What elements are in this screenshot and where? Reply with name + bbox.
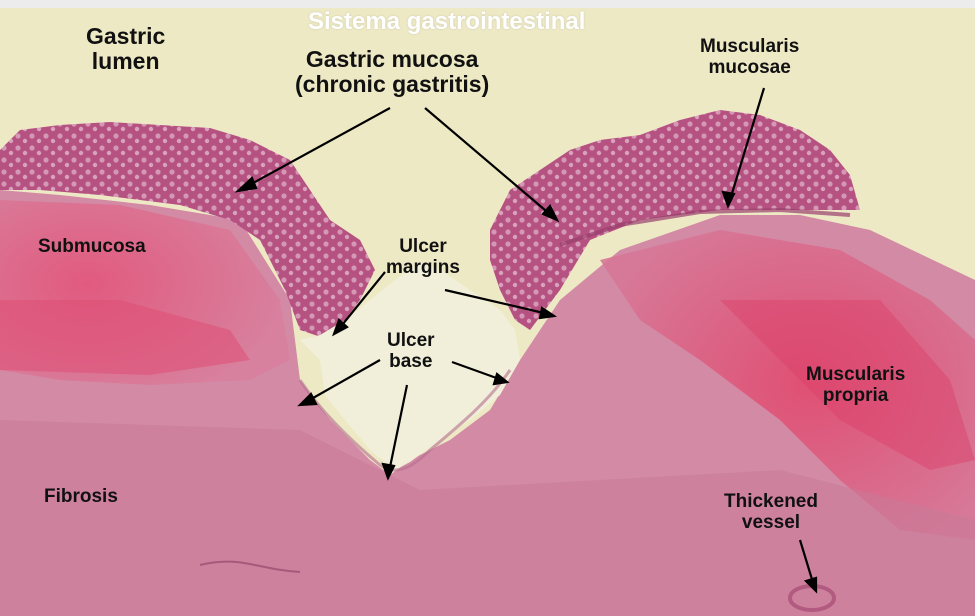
label-muscularis-propria: Muscularis propria <box>806 364 906 406</box>
label-thickened-vessel-line-1: Thickened <box>724 491 818 512</box>
label-thickened-vessel-line-2: vessel <box>741 511 801 533</box>
label-ulcer-margins-line-1: Ulcer <box>399 236 447 257</box>
label-ulcer-base: Ulcer base <box>387 330 435 372</box>
slide-title: Sistema gastrointestinal <box>308 8 586 35</box>
label-gastric-mucosa: Gastric mucosa (chronic gastritis) <box>295 47 489 97</box>
mucosa-left <box>0 122 375 340</box>
label-ulcer-base-line-2: base <box>389 350 433 372</box>
label-ulcer-margins-line-2: margins <box>386 256 460 278</box>
label-muscularis-propria-line-1: Muscularis <box>806 364 906 385</box>
muscularis-mucosae-line <box>559 207 851 247</box>
label-thickened-vessel: Thickened vessel <box>724 491 818 533</box>
label-muscularis-mucosae-line-1: Muscularis <box>700 36 800 57</box>
label-gastric-lumen-line-2: lumen <box>91 47 160 74</box>
label-ulcer-base-line-1: Ulcer <box>387 330 435 351</box>
muscularis-propria-region <box>600 230 975 540</box>
label-gastric-mucosa-line-1: Gastric mucosa <box>305 46 479 72</box>
label-muscularis-mucosae: Muscularis mucosae <box>700 36 800 78</box>
mucosa-right <box>490 110 860 330</box>
label-fibrosis: Fibrosis <box>44 486 118 507</box>
label-muscularis-mucosae-line-2: mucosae <box>708 56 791 78</box>
pointer-arrows <box>234 87 818 594</box>
label-gastric-lumen-line-1: Gastric <box>86 23 166 49</box>
label-gastric-mucosa-line-2: (chronic gastritis) <box>295 70 490 97</box>
label-submucosa: Submucosa <box>38 236 146 257</box>
label-gastric-lumen: Gastric lumen <box>86 24 165 74</box>
label-ulcer-margins: Ulcer margins <box>386 236 460 278</box>
top-strip <box>0 0 975 8</box>
label-muscularis-propria-line-2: propria <box>822 384 889 406</box>
